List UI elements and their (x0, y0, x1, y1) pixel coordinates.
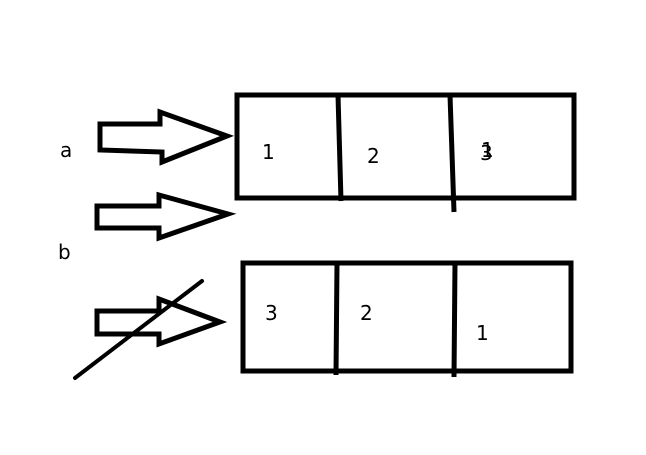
row-a-divider-1 (335, 94, 344, 202)
row-b-divider-1 (333, 262, 340, 376)
row-b-cell-3: 1 (476, 321, 489, 345)
row-a-label: a (60, 138, 72, 162)
row-b-cell-2: 2 (360, 301, 373, 325)
row-a-divider-2 (447, 94, 457, 213)
arrow-a (97, 108, 235, 166)
arrow-b (94, 295, 228, 348)
cross-out-line (73, 279, 204, 380)
row-a-cell-3: 3 (480, 141, 493, 165)
row-b-divider-2 (451, 262, 458, 378)
row-a-box (234, 92, 577, 201)
row-b-cell-1: 3 (265, 301, 278, 325)
row-b-label: b (58, 240, 71, 264)
row-a-cell-1: 1 (262, 140, 275, 164)
arrow-middle (94, 191, 237, 242)
row-a-cell-2: 2 (367, 144, 380, 168)
row-b-box (240, 260, 574, 374)
row-a-cell-3-overwrite: 1 (481, 138, 494, 162)
